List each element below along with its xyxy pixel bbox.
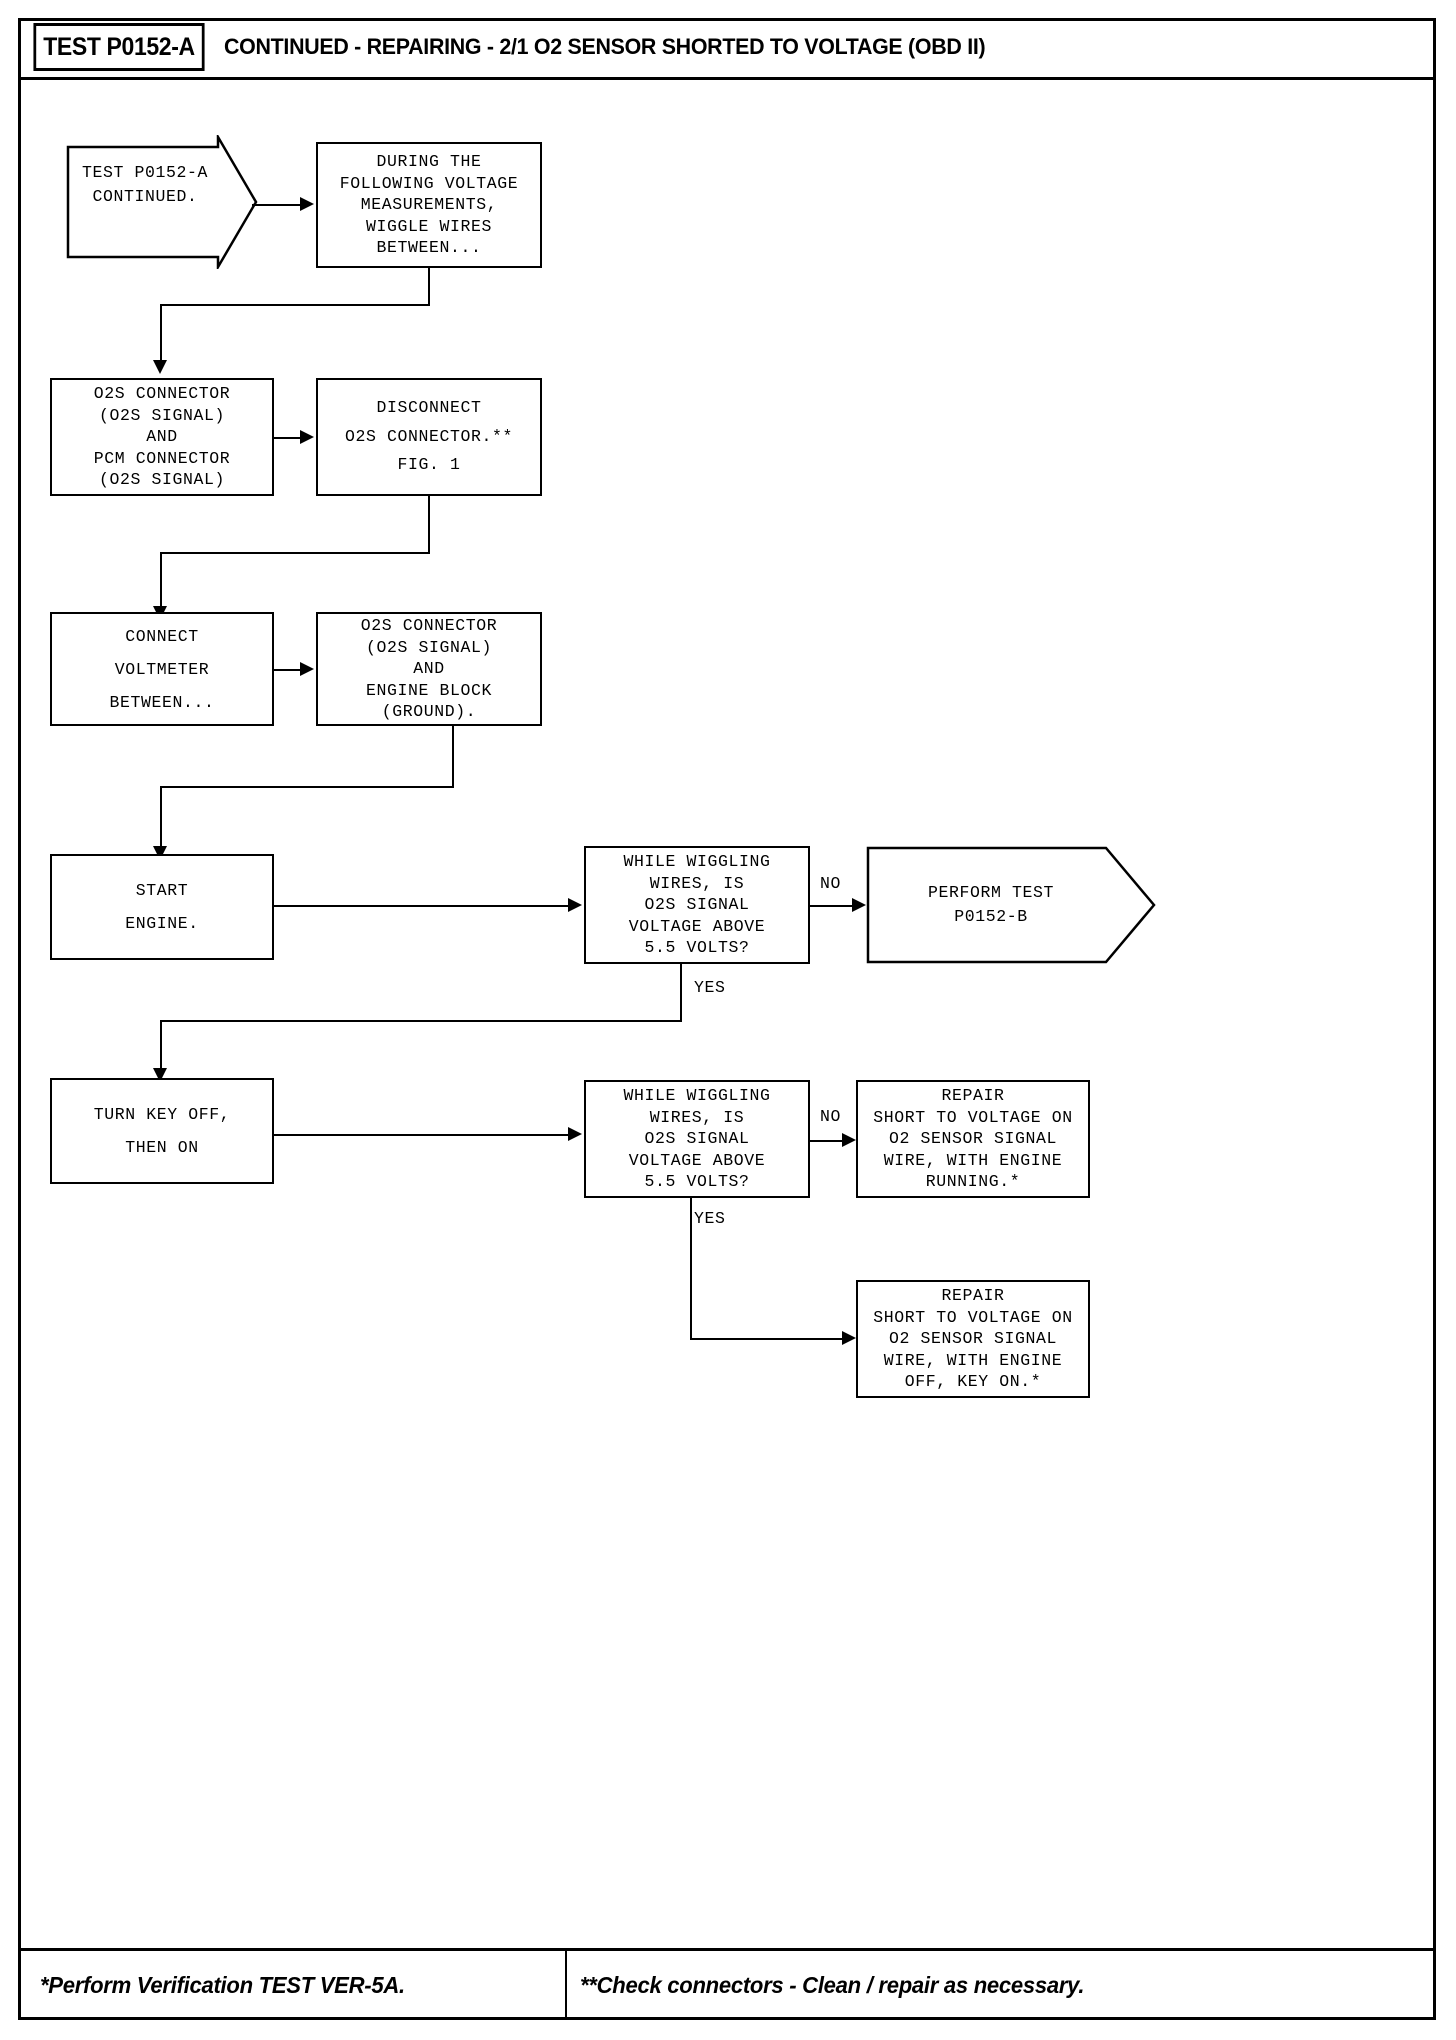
node-repair-key-on: REPAIR SHORT TO VOLTAGE ON O2 SENSOR SIG…: [856, 1280, 1090, 1398]
node-o2s-pcm-connector: O2S CONNECTOR (O2S SIGNAL) AND PCM CONNE…: [50, 378, 274, 496]
node-turn-key-off-on: TURN KEY OFF, THEN ON: [50, 1078, 274, 1184]
node-connect-voltmeter: CONNECT VOLTMETER BETWEEN...: [50, 612, 274, 726]
connector-disconnect-left: [160, 552, 430, 554]
start-terminator-label: TEST P0152-A CONTINUED.: [81, 163, 209, 206]
arrowhead-turnkey-to-decision2: [568, 1127, 582, 1141]
connector-engineblock-down: [452, 726, 454, 786]
connector-disconnect-down: [428, 496, 430, 552]
connector-voltmeter-to-engineblock: [274, 669, 302, 671]
arrowhead-voltmeter-to-engineblock: [300, 662, 314, 676]
footer-column-divider: [565, 1951, 567, 2020]
connector-turnkey-to-decision2: [274, 1134, 570, 1136]
node-o2s-engine-block: O2S CONNECTOR (O2S SIGNAL) AND ENGINE BL…: [316, 612, 542, 726]
branch-label-no-2: NO: [820, 1107, 842, 1126]
arrowhead-to-o2s-connector: [153, 360, 167, 374]
node-start-engine: START ENGINE.: [50, 854, 274, 960]
connector-decision1-no: [810, 905, 854, 907]
connector-decision2-no: [810, 1140, 844, 1142]
connector-to-start-engine: [160, 786, 162, 848]
connector-during-left: [160, 304, 430, 306]
node-decision-key-on: WHILE WIGGLING WIRES, IS O2S SIGNAL VOLT…: [584, 1080, 810, 1198]
perform-test-terminator-label: PERFORM TEST P0152-B: [927, 883, 1055, 926]
perform-test-terminator-shape: [866, 846, 1156, 964]
arrowhead-decision2-no: [842, 1133, 856, 1147]
connector-to-o2s-connector: [160, 304, 162, 362]
node-disconnect: DISCONNECT O2S CONNECTOR.** FIG. 1: [316, 378, 542, 496]
connector-engineblock-left: [160, 786, 454, 788]
connector-during-down: [428, 268, 430, 304]
footer-divider: [18, 1948, 1436, 1951]
footer-note-connectors: **Check connectors - Clean / repair as n…: [580, 1972, 1085, 1998]
start-terminator-shape: [66, 135, 258, 269]
footer-note-verification: *Perform Verification TEST VER-5A.: [40, 1972, 405, 1998]
branch-label-yes-1: YES: [694, 978, 726, 997]
node-decision-engine-running: WHILE WIGGLING WIRES, IS O2S SIGNAL VOLT…: [584, 846, 810, 964]
connector-decision2-yes-right: [690, 1338, 846, 1340]
branch-label-yes-2: YES: [694, 1209, 726, 1228]
arrowhead-decision1-no: [852, 898, 866, 912]
arrowhead-startengine-to-decision1: [568, 898, 582, 912]
connector-decision1-yes-left: [160, 1020, 682, 1022]
page-title: CONTINUED - REPAIRING - 2/1 O2 SENSOR SH…: [224, 34, 986, 59]
header-bar: TEST P0152-A CONTINUED - REPAIRING - 2/1…: [18, 18, 1436, 80]
arrowhead-o2s-to-disconnect: [300, 430, 314, 444]
node-during-measurements: DURING THE FOLLOWING VOLTAGE MEASUREMENT…: [316, 142, 542, 268]
test-code-badge: TEST P0152-A: [33, 23, 205, 71]
connector-yes1-to-turnkey: [160, 1020, 162, 1070]
connector-startengine-to-decision1: [274, 905, 570, 907]
connector-start-to-during: [252, 204, 302, 206]
connector-o2s-to-disconnect: [274, 437, 302, 439]
branch-label-no-1: NO: [820, 874, 842, 893]
connector-decision1-yes-down: [680, 964, 682, 1020]
arrowhead-decision2-yes: [842, 1331, 856, 1345]
node-repair-engine-running: REPAIR SHORT TO VOLTAGE ON O2 SENSOR SIG…: [856, 1080, 1090, 1198]
page-border: [18, 18, 1436, 2020]
arrowhead-start-to-during: [300, 197, 314, 211]
connector-to-connect-voltmeter: [160, 552, 162, 608]
connector-decision2-yes-down: [690, 1198, 692, 1338]
